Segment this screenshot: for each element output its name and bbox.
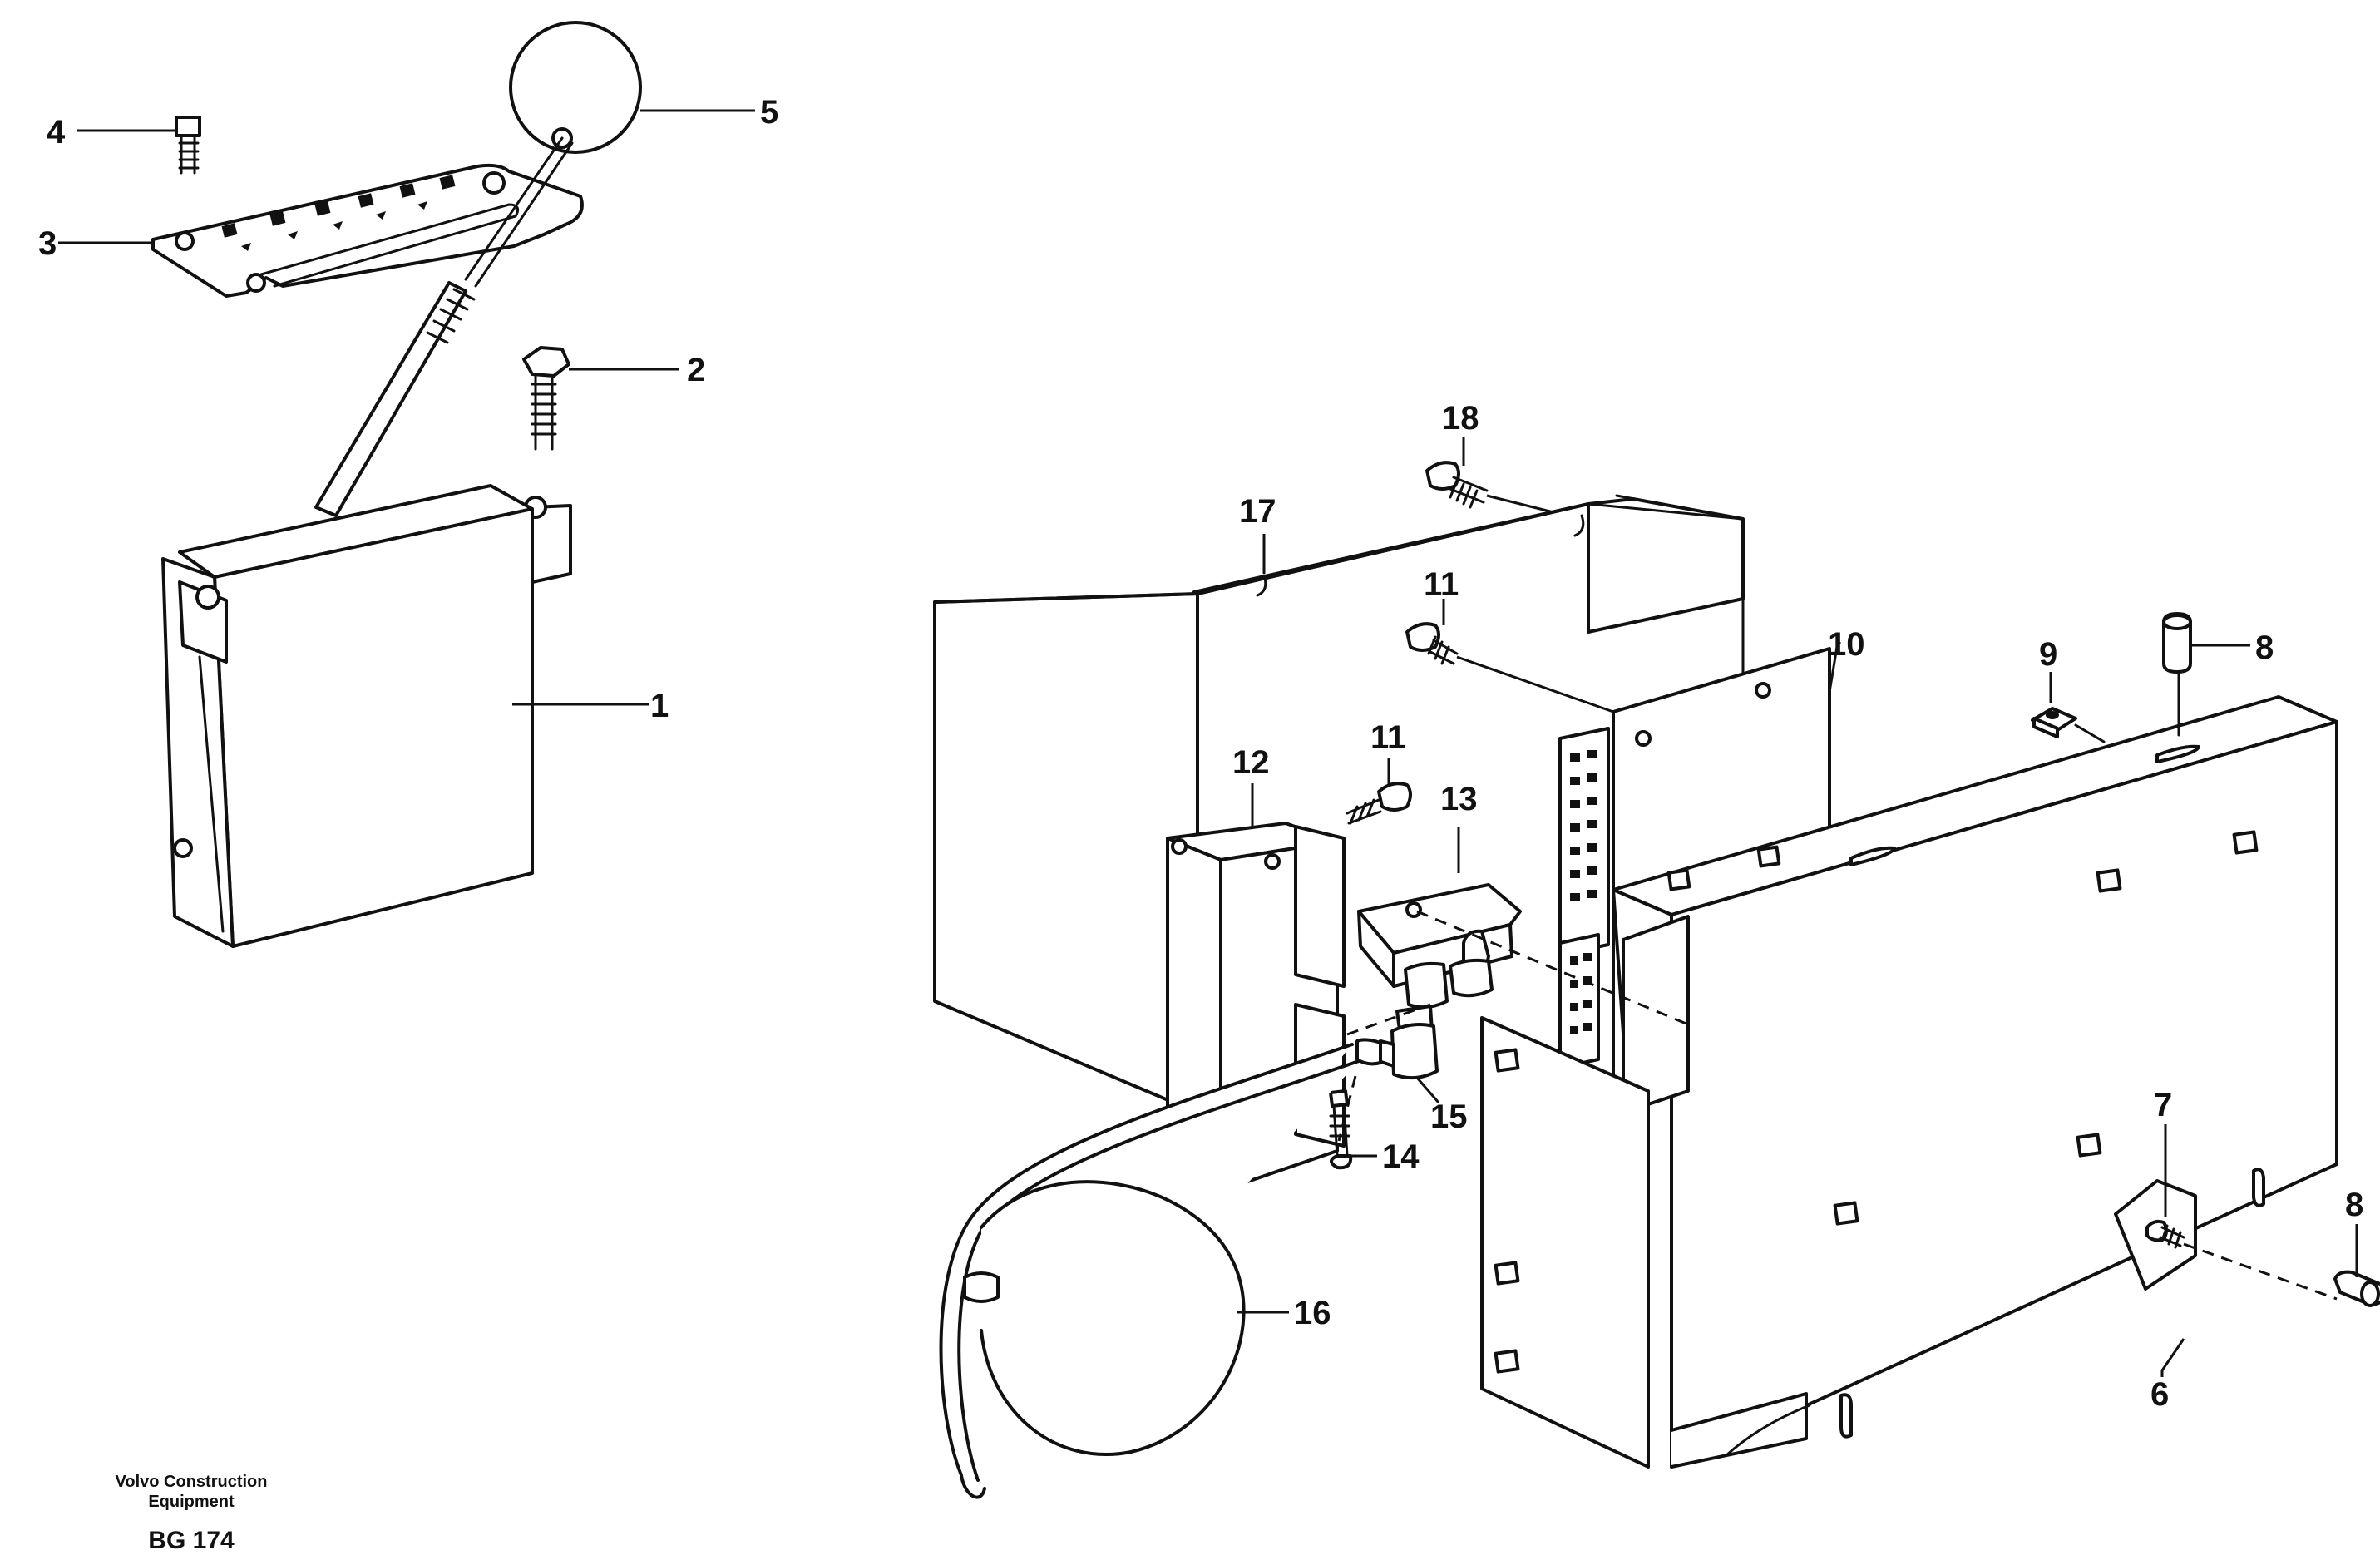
control-unit-part-1 [161, 484, 649, 948]
callout-label-10: 10 [1828, 626, 1865, 663]
spacer-part-8-upper [2162, 612, 2250, 737]
screw-part-14 [1329, 1089, 1377, 1170]
footer-block: Volvo Construction Equipment BG 174 [116, 1473, 268, 1554]
callout-label-14: 14 [1382, 1138, 1420, 1175]
callout-label-12: 12 [1232, 744, 1270, 781]
callout-label-4: 4 [47, 114, 66, 151]
callout-label-17: 17 [1239, 493, 1276, 530]
callout-label-1: 1 [650, 688, 669, 724]
callout-label-18: 18 [1442, 400, 1479, 437]
callout-label-16: 16 [1294, 1295, 1331, 1331]
callout-label-8-upper: 8 [2255, 629, 2274, 666]
bolt-part-18 [1425, 437, 1554, 514]
housing-part-6 [1480, 695, 2338, 1469]
callout-label-7: 7 [2154, 1087, 2172, 1123]
callout-label-9: 9 [2039, 636, 2057, 673]
callout-label-3: 3 [38, 225, 57, 262]
callout-label-11-lower: 11 [1370, 719, 1405, 756]
callout-label-2: 2 [687, 352, 705, 388]
spacer-part-8-lower [2333, 1224, 2380, 1307]
screw-part-4 [77, 116, 201, 175]
screw-part-11-upper [1405, 599, 1614, 713]
bolt-part-2 [522, 346, 679, 451]
footer-drawing-code: BG 174 [148, 1527, 235, 1554]
callout-label-15: 15 [1430, 1098, 1468, 1135]
knob-part-5 [509, 21, 755, 154]
fitting-part-15 [1337, 1003, 1440, 1142]
callout-label-13: 13 [1440, 781, 1478, 817]
screw-part-7 [2114, 1124, 2338, 1301]
gear-plate-part-3 [58, 163, 584, 298]
footer-company-line2: Equipment [148, 1493, 235, 1511]
pressure-switch-part-13 [1357, 827, 1689, 1026]
callout-label-11-upper: 11 [1424, 566, 1459, 603]
callout-label-6: 6 [2150, 1376, 2169, 1413]
nut-clip-part-9 [2031, 672, 2106, 743]
hose-part-16 [939, 1043, 1360, 1499]
shift-lever-rod [314, 136, 574, 517]
footer-company-line1: Volvo Construction [116, 1473, 268, 1491]
callout-label-8-lower: 8 [2345, 1187, 2363, 1223]
callout-label-5: 5 [760, 94, 778, 131]
screw-part-11-lower [1346, 758, 1412, 825]
cover-bracket-part-17 [933, 494, 1745, 1114]
